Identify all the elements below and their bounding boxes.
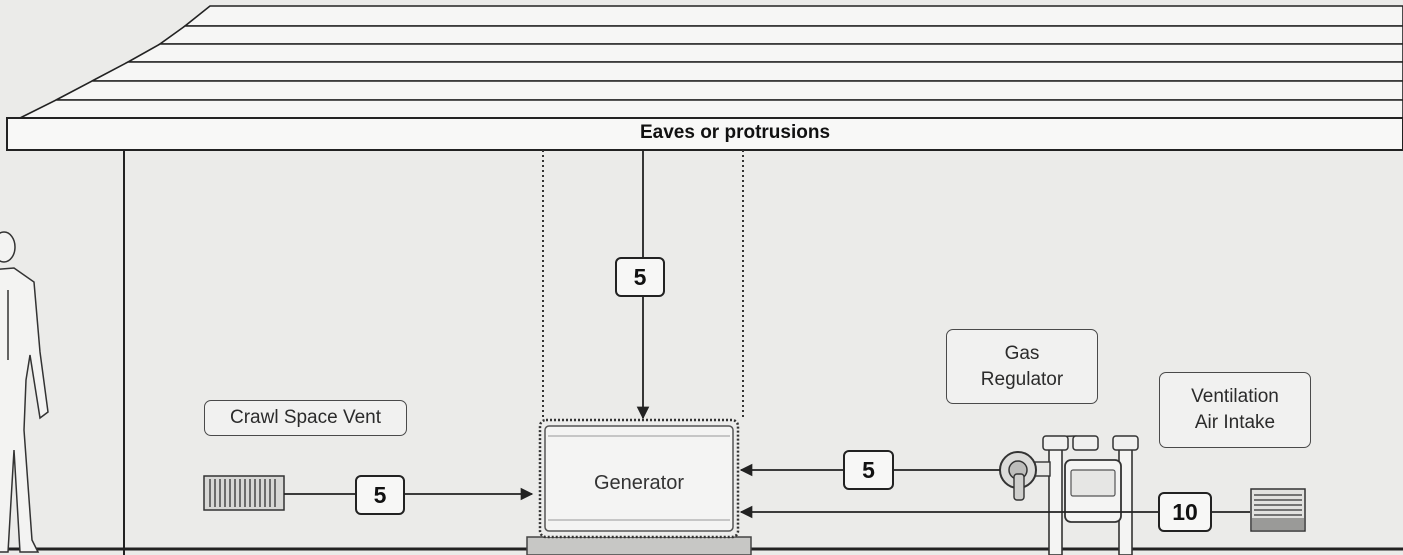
generator-unit — [526, 418, 752, 555]
gas-regulator-icon — [999, 435, 1139, 555]
house-wall — [0, 150, 1403, 555]
person-figure — [0, 231, 49, 553]
crawl-space-vent-label: Crawl Space Vent — [204, 400, 407, 436]
air-intake-icon — [1250, 488, 1306, 532]
eaves-label: Eaves or protrusions — [639, 122, 831, 143]
roof-eaves — [6, 5, 1403, 151]
generator-label: Generator — [593, 471, 685, 494]
crawl-space-vent-icon — [203, 475, 285, 511]
distance-badge-air-intake: 10 — [1158, 492, 1212, 532]
clearance-zone — [542, 150, 744, 420]
ventilation-air-intake-label: Ventilation Air Intake — [1159, 372, 1311, 448]
distance-badge-crawl-vent: 5 — [355, 475, 405, 515]
distance-badge-eaves: 5 — [615, 257, 665, 297]
distance-arrows — [284, 150, 1250, 519]
gas-regulator-label: Gas Regulator — [946, 329, 1098, 404]
distance-badge-gas-regulator: 5 — [843, 450, 894, 490]
